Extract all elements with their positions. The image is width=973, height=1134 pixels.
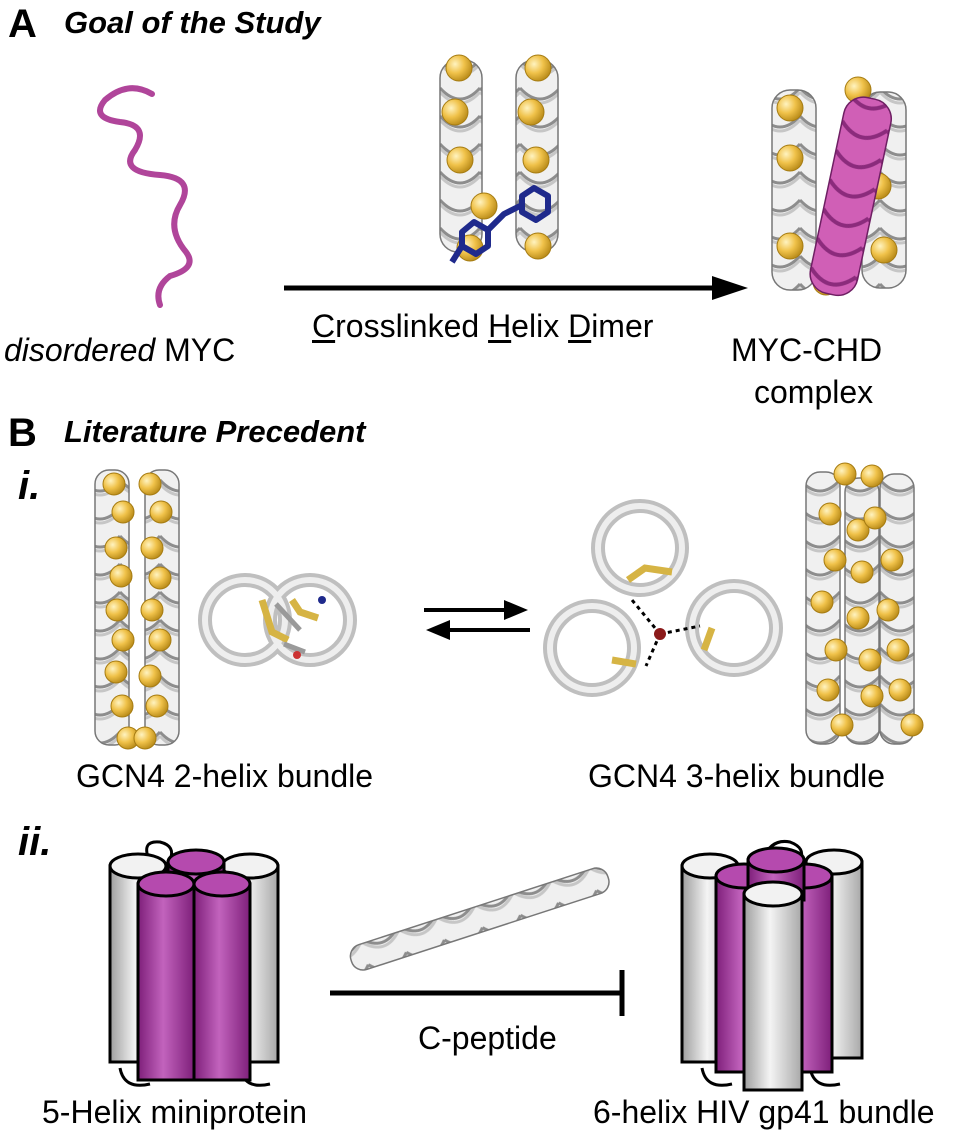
h-rest: elix: [511, 308, 569, 344]
c-peptide-helix: [349, 867, 610, 971]
panel-a-letter: A: [8, 2, 37, 46]
disordered-word: disordered: [4, 332, 156, 368]
panel-b-letter: B: [8, 411, 37, 455]
d-rest: imer: [591, 308, 654, 344]
h-initial: H: [488, 308, 512, 344]
disordered-myc-coil: [97, 85, 193, 308]
gcn4-2-helix-label: GCN4 2-helix bundle: [76, 758, 374, 794]
part-ii-numeral: ii.: [18, 820, 52, 864]
c-rest: rosslinked: [335, 308, 489, 344]
crosslinked-helix-dimer: [439, 54, 559, 264]
equilibrium-arrows: [424, 600, 530, 640]
inhibition-arrow: [330, 970, 625, 1016]
gcn4-2-helix-top-view: [198, 573, 357, 667]
gcn4-3-helix-label: GCN4 3-helix bundle: [588, 758, 886, 794]
part-i-numeral: i.: [18, 464, 41, 508]
myc-chd-complex: [771, 76, 907, 297]
myc-chd-label-line2: complex: [754, 374, 874, 410]
five-helix-label: 5-Helix miniprotein: [42, 1094, 307, 1130]
panel-a-arrow: [284, 276, 748, 300]
six-helix-label: 6-helix HIV gp41 bundle: [593, 1094, 935, 1130]
six-helix-cylinders: [680, 839, 864, 1092]
panel-a-title: Goal of the Study: [64, 5, 321, 40]
c-peptide-label: C-peptide: [418, 1020, 557, 1056]
five-helix-cylinders: [108, 840, 280, 1087]
c-initial: C: [312, 308, 336, 344]
gcn4-3-helix-side-view: [805, 462, 924, 745]
disordered-myc-label: disordered MYC: [4, 334, 235, 366]
panel-b-title: Literature Precedent: [64, 414, 366, 449]
crosslinked-helix-dimer-label: Crosslinked Helix Dimer: [312, 310, 653, 342]
myc-word: MYC: [155, 332, 236, 368]
myc-chd-label-line1: MYC-CHD: [731, 332, 883, 368]
d-initial: D: [568, 308, 592, 344]
gcn4-3-helix-top-view: [543, 499, 783, 697]
gcn4-2-helix-side-view: [94, 469, 180, 750]
